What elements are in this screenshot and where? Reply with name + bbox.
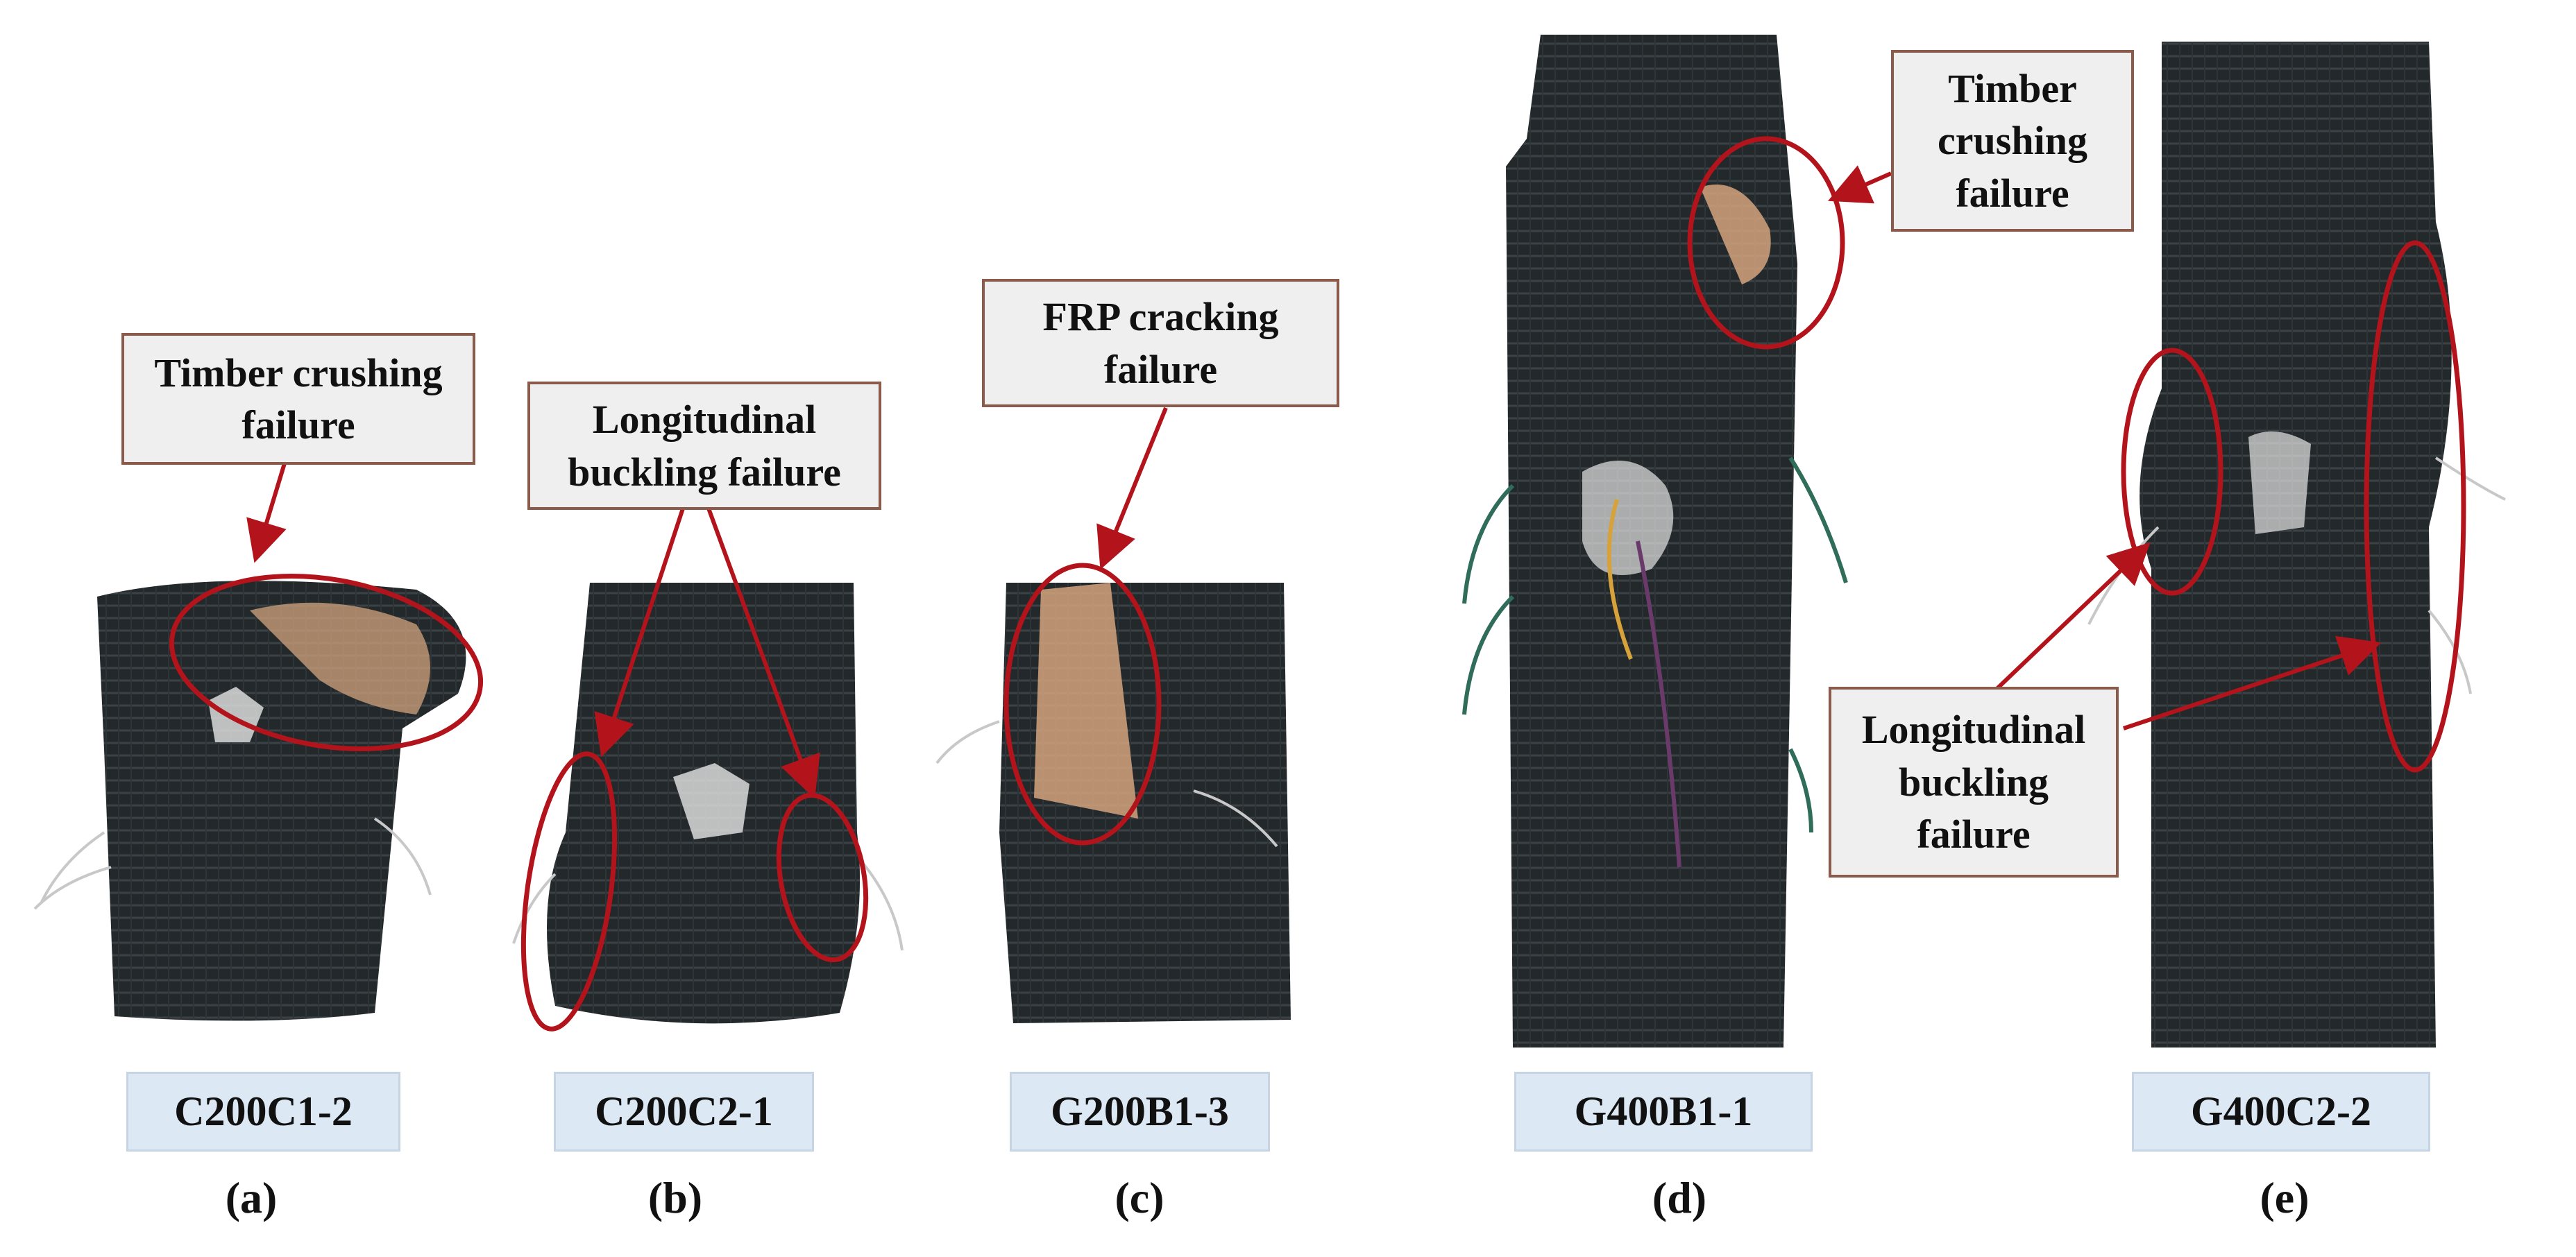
- arrow-e-left: [1990, 542, 2151, 696]
- panel-letter: (b): [647, 1173, 703, 1222]
- specimen-id-label: G400B1-1: [1514, 1072, 1813, 1152]
- specimen-id-label: G200B1-3: [1010, 1072, 1270, 1152]
- panel-letter: (c): [1115, 1173, 1164, 1222]
- arrow-b-left: [594, 506, 686, 758]
- panel-letter: (d): [1652, 1173, 1707, 1222]
- specimen-id-label: G400C2-2: [2132, 1072, 2430, 1152]
- arrow-a: [246, 463, 287, 563]
- specimen-a-photo: [33, 581, 466, 1021]
- specimen-b-photo: [512, 583, 904, 1024]
- failure-ellipse-e-right: [2364, 240, 2466, 773]
- specimen-e-photo: [2087, 42, 2506, 1048]
- failure-ellipse-d: [1687, 136, 1845, 350]
- specimen-id-label: C200C2-1: [554, 1072, 814, 1152]
- specimen-id-label: C200C1-2: [126, 1072, 400, 1152]
- arrow-c: [1096, 407, 1168, 570]
- specimen-c-photo: [935, 583, 1291, 1023]
- failure-ellipse-c: [1003, 563, 1162, 846]
- failure-ellipse-e-left: [2121, 348, 2223, 596]
- failure-ellipse-b-left: [520, 751, 618, 1032]
- panel-letter: (e): [2260, 1173, 2310, 1222]
- panel-letter: (a): [225, 1173, 278, 1222]
- specimen-d-photo: [1462, 35, 1848, 1048]
- arrow-d: [1828, 165, 1892, 204]
- arrow-e-right: [2123, 635, 2382, 730]
- failure-ellipse-a: [169, 574, 484, 751]
- arrow-b-right: [706, 505, 820, 799]
